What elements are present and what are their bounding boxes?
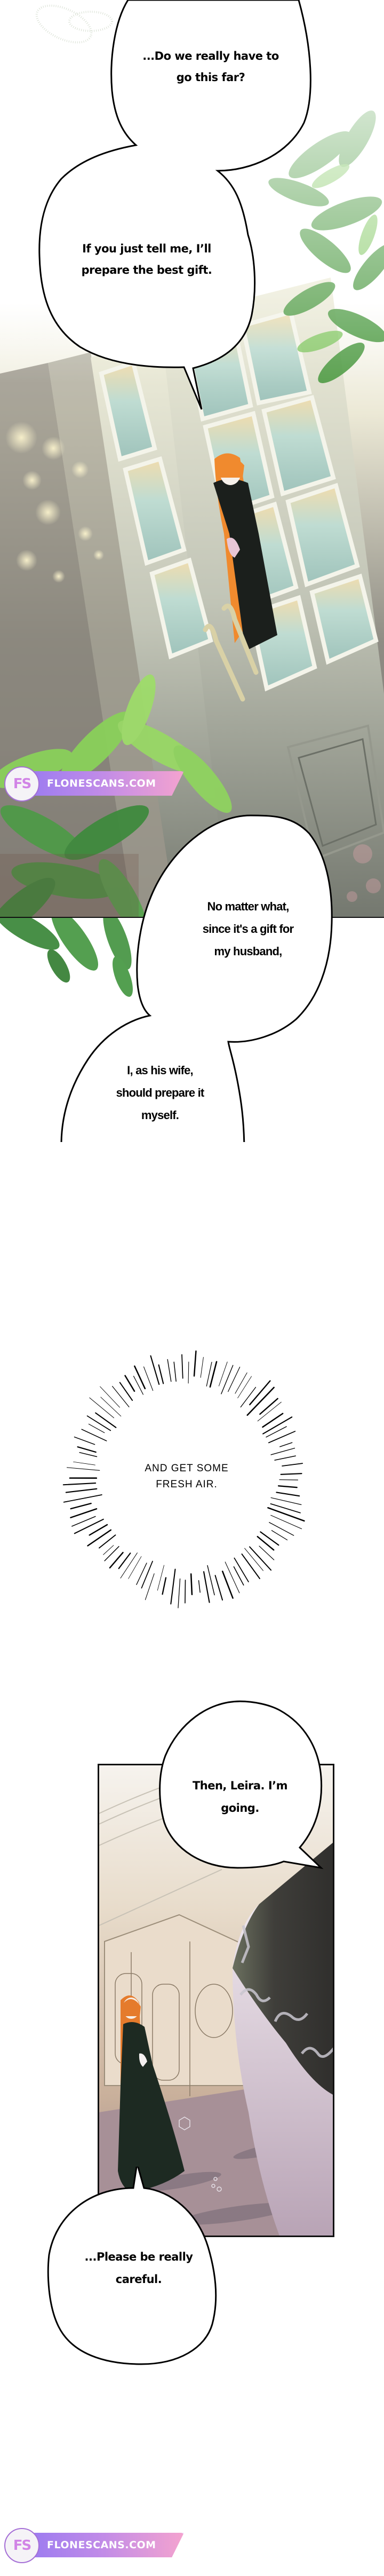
burst-caption-text: AND GET SOME FRESH AIR. <box>123 1461 251 1493</box>
bubble-5-line-1: Then, Leira. I’m <box>192 1779 288 1792</box>
bubble-4-line-1: I, as his wife, <box>127 1064 194 1077</box>
bubble-4-text: I, as his wife, should prepare it myself… <box>80 1059 240 1127</box>
bubble-1-line-1: ...Do we really have to <box>142 50 279 62</box>
bubble-3-line-1: No matter what, <box>207 900 289 913</box>
burst-caption-line-1: AND GET SOME <box>145 1463 229 1474</box>
bubble-2-line-1: If you just tell me, I’ll <box>82 242 211 255</box>
bubble-6-line-1: ...Please be really <box>84 2250 193 2263</box>
bubble-5-line-2: going. <box>221 1802 259 1814</box>
speech-bubble-pair-1 <box>38 0 311 410</box>
bubble-6-line-2: careful. <box>115 2273 162 2286</box>
leira-figure <box>118 1995 185 2192</box>
watermark-2-text: FLONESCANS.COM <box>47 2539 156 2551</box>
bubble-6-text: ...Please be really careful. <box>59 2246 219 2290</box>
watermark-1-circle <box>4 766 39 802</box>
leaves-overflow <box>0 918 133 997</box>
bubble-1-text: ...Do we really have to go this far? <box>120 45 301 88</box>
bubble-3-line-3: my husband, <box>214 945 283 958</box>
bubble-4-line-3: myself. <box>141 1108 179 1122</box>
bubble-3-text: No matter what, since it's a gift for my… <box>168 895 328 963</box>
speech-bubble-6 <box>47 2167 217 2365</box>
speech-bubble-5 <box>159 1700 324 1869</box>
burst-caption-line-2: FRESH AIR. <box>156 1479 218 1490</box>
speed-lines-burst <box>62 1350 305 1608</box>
watermark-1-text: FLONESCANS.COM <box>47 778 156 789</box>
bubble-2-text: If you just tell me, I’ll prepare the be… <box>59 238 235 281</box>
bubble-4-line-2: should prepare it <box>116 1086 205 1099</box>
watermark-2-circle <box>4 2528 39 2563</box>
speech-bubble-pair-2-shape <box>60 814 333 1142</box>
leaves-bottom-left <box>0 674 232 918</box>
bubble-3-line-2: since it's a gift for <box>202 922 294 936</box>
fs-logo-icon: FS <box>13 776 32 792</box>
woman-figure <box>213 453 277 651</box>
bubble-1-line-2: go this far? <box>176 71 245 84</box>
gown-embroidery <box>239 1925 333 2058</box>
watermark-2[interactable]: FLONESCANS.COM FS <box>4 2528 186 2563</box>
fs-logo-icon: FS <box>13 2538 32 2554</box>
bubble-5-text: Then, Leira. I’m going. <box>171 1774 309 1819</box>
watermark-1[interactable]: FLONESCANS.COM FS <box>4 766 186 802</box>
dotted-ornament <box>35 4 113 44</box>
bubble-2-line-2: prepare the best gift. <box>81 264 212 276</box>
